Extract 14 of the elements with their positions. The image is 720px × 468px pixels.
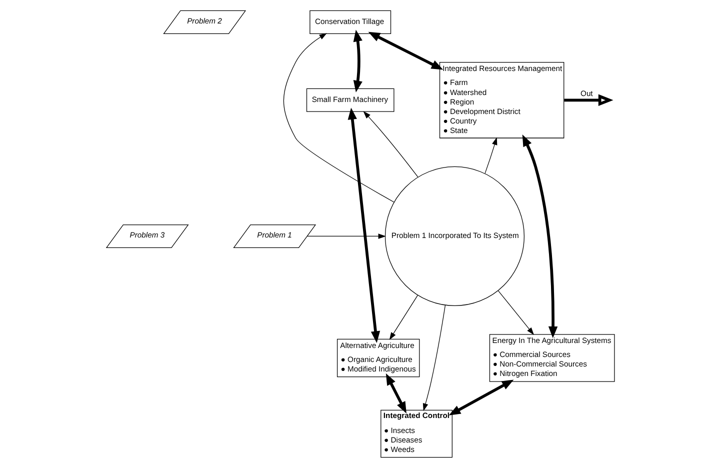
arrow bbox=[422, 304, 446, 412]
arrow bbox=[522, 134, 558, 338]
arrow bbox=[352, 30, 362, 92]
arrow bbox=[306, 234, 386, 239]
arrow bbox=[282, 33, 394, 202]
arrow bbox=[388, 295, 418, 340]
arrow bbox=[564, 94, 613, 106]
arrow bbox=[347, 108, 380, 343]
arrow bbox=[362, 111, 418, 178]
arrow bbox=[385, 373, 406, 414]
arrow bbox=[448, 380, 514, 416]
arrow bbox=[497, 290, 534, 336]
arrow bbox=[484, 137, 497, 174]
arrow bbox=[368, 32, 443, 70]
